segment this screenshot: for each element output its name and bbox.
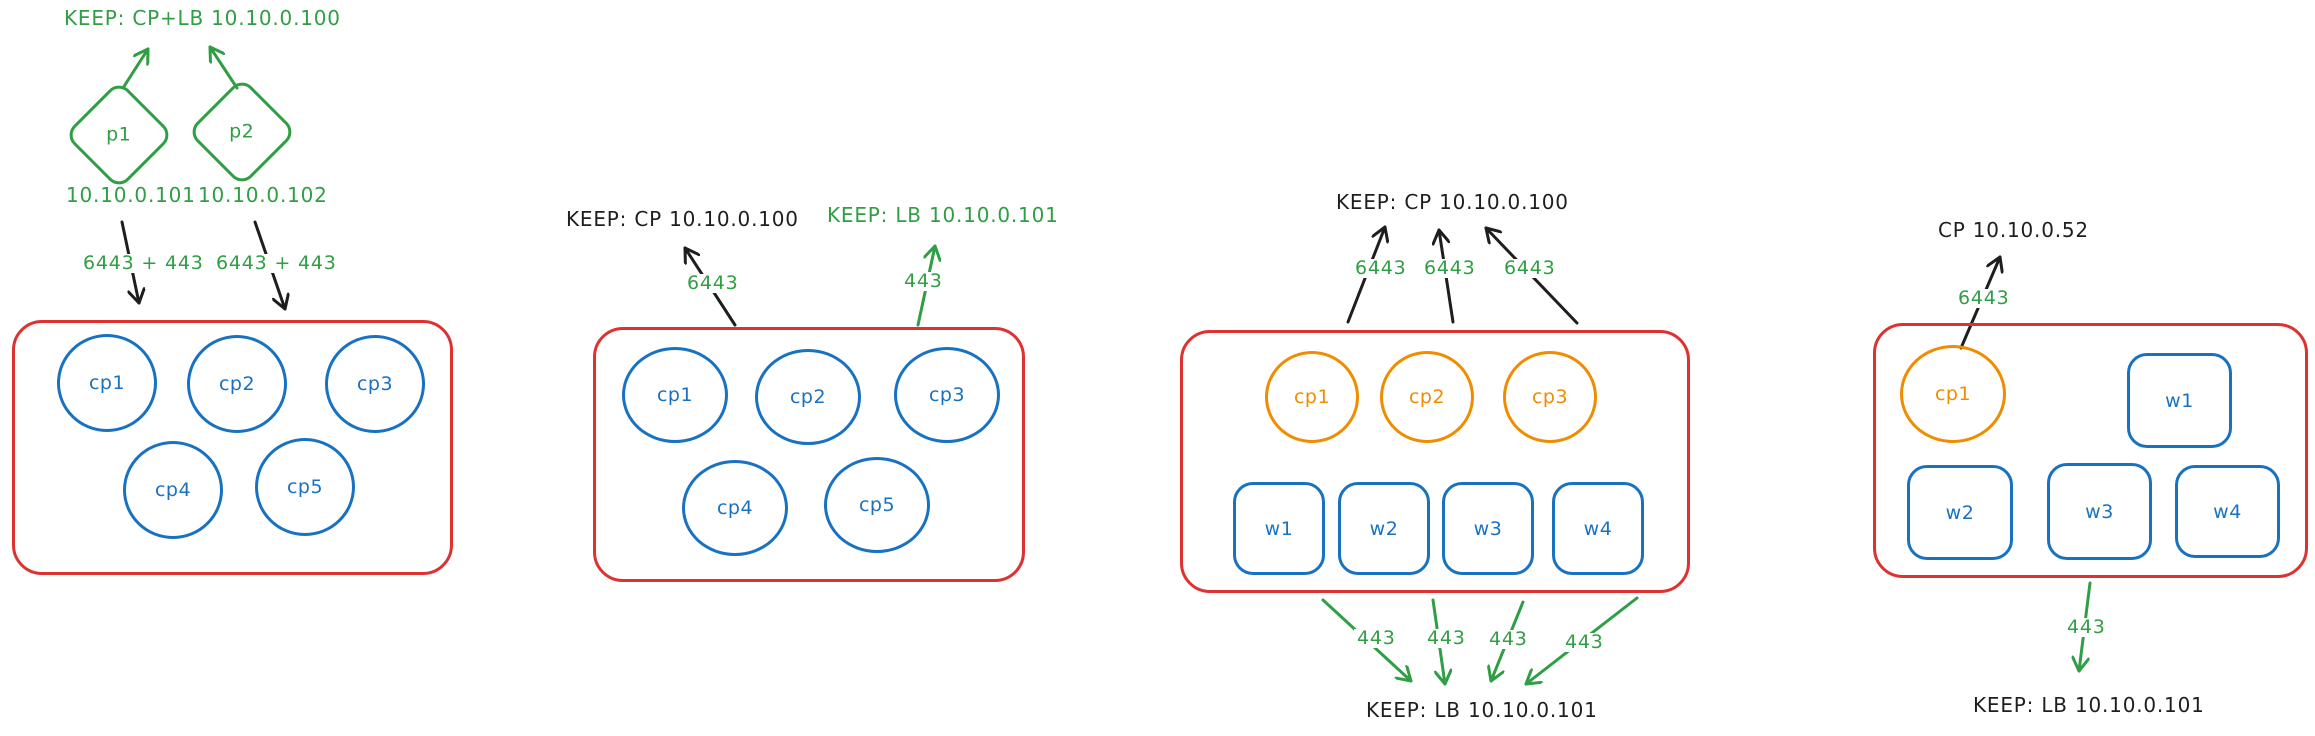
c4-node-w3: w3 [2047, 463, 2152, 560]
c2-cluster-box [593, 327, 1025, 582]
c2-keep-cp-label: KEEP: CP 10.10.0.100 [566, 207, 799, 231]
arrow-p2-to-vip [208, 45, 239, 90]
arrow-p1-to-vip [121, 47, 150, 90]
c1-node-cp2: cp2 [187, 335, 287, 433]
c1-keep-vip-label: KEEP: CP+LB 10.10.0.100 [64, 6, 341, 30]
c1-node-cp5: cp5 [255, 438, 355, 536]
c1-node-cp1: cp1 [57, 334, 157, 432]
c4-cluster-box [1873, 323, 2308, 578]
c1-proxy1-label: p1 [106, 124, 132, 146]
c3-node-cp2: cp2 [1380, 351, 1474, 443]
c4-keep-lb-label: KEEP: LB 10.10.0.101 [1973, 693, 2205, 717]
c1-edge2-ports-label: 6443 + 443 [213, 254, 340, 273]
c3-keep-cp-label: KEEP: CP 10.10.0.100 [1336, 190, 1569, 214]
c2-node-cp1: cp1 [622, 347, 728, 443]
c2-node-cp4: cp4 [682, 460, 788, 556]
c3-lb-port3-label: 443 [1486, 630, 1531, 649]
c3-cp-port3-label: 6443 [1501, 259, 1559, 278]
c2-node-cp3: cp3 [894, 347, 1000, 443]
c3-cp-port1-label: 6443 [1352, 259, 1410, 278]
c2-cp-port-label: 6443 [684, 274, 742, 293]
c3-lb-port4-label: 443 [1562, 633, 1607, 652]
c4-cp-ip-label: CP 10.10.0.52 [1938, 218, 2089, 242]
c3-node-w1: w1 [1233, 482, 1325, 575]
c1-node-cp4: cp4 [123, 441, 223, 539]
c2-lb-port-label: 443 [901, 272, 946, 291]
c1-node-cp3: cp3 [325, 335, 425, 433]
c3-lb-port2-label: 443 [1424, 629, 1469, 648]
c1-proxy2-label: p2 [229, 121, 255, 143]
c4-node-w1: w1 [2127, 353, 2232, 448]
c4-node-cp1: cp1 [1900, 345, 2006, 443]
c3-node-w4: w4 [1552, 482, 1644, 575]
c1-proxy1-ip: 10.10.0.101 [66, 183, 196, 207]
c2-node-cp2: cp2 [755, 349, 861, 445]
c3-node-w2: w2 [1338, 482, 1430, 575]
c3-cp-port2-label: 6443 [1421, 259, 1479, 278]
c4-cp-port-label: 6443 [1955, 289, 2013, 308]
c3-lb-port1-label: 443 [1354, 629, 1399, 648]
c2-keep-lb-label: KEEP: LB 10.10.0.101 [827, 203, 1059, 227]
c4-node-w2: w2 [1907, 465, 2013, 560]
c3-node-cp1: cp1 [1265, 351, 1359, 443]
c4-node-w4: w4 [2175, 465, 2280, 558]
c1-proxy2-ip: 10.10.0.102 [198, 183, 328, 207]
c3-cluster-box [1180, 330, 1690, 593]
c4-lb-port-label: 443 [2064, 618, 2109, 637]
c2-node-cp5: cp5 [824, 457, 930, 553]
c1-edge1-ports-label: 6443 + 443 [80, 254, 207, 273]
c1-cluster-box [12, 320, 453, 575]
c3-node-cp3: cp3 [1503, 351, 1597, 443]
c3-node-w3: w3 [1442, 482, 1534, 575]
c3-keep-lb-label: KEEP: LB 10.10.0.101 [1366, 698, 1598, 722]
